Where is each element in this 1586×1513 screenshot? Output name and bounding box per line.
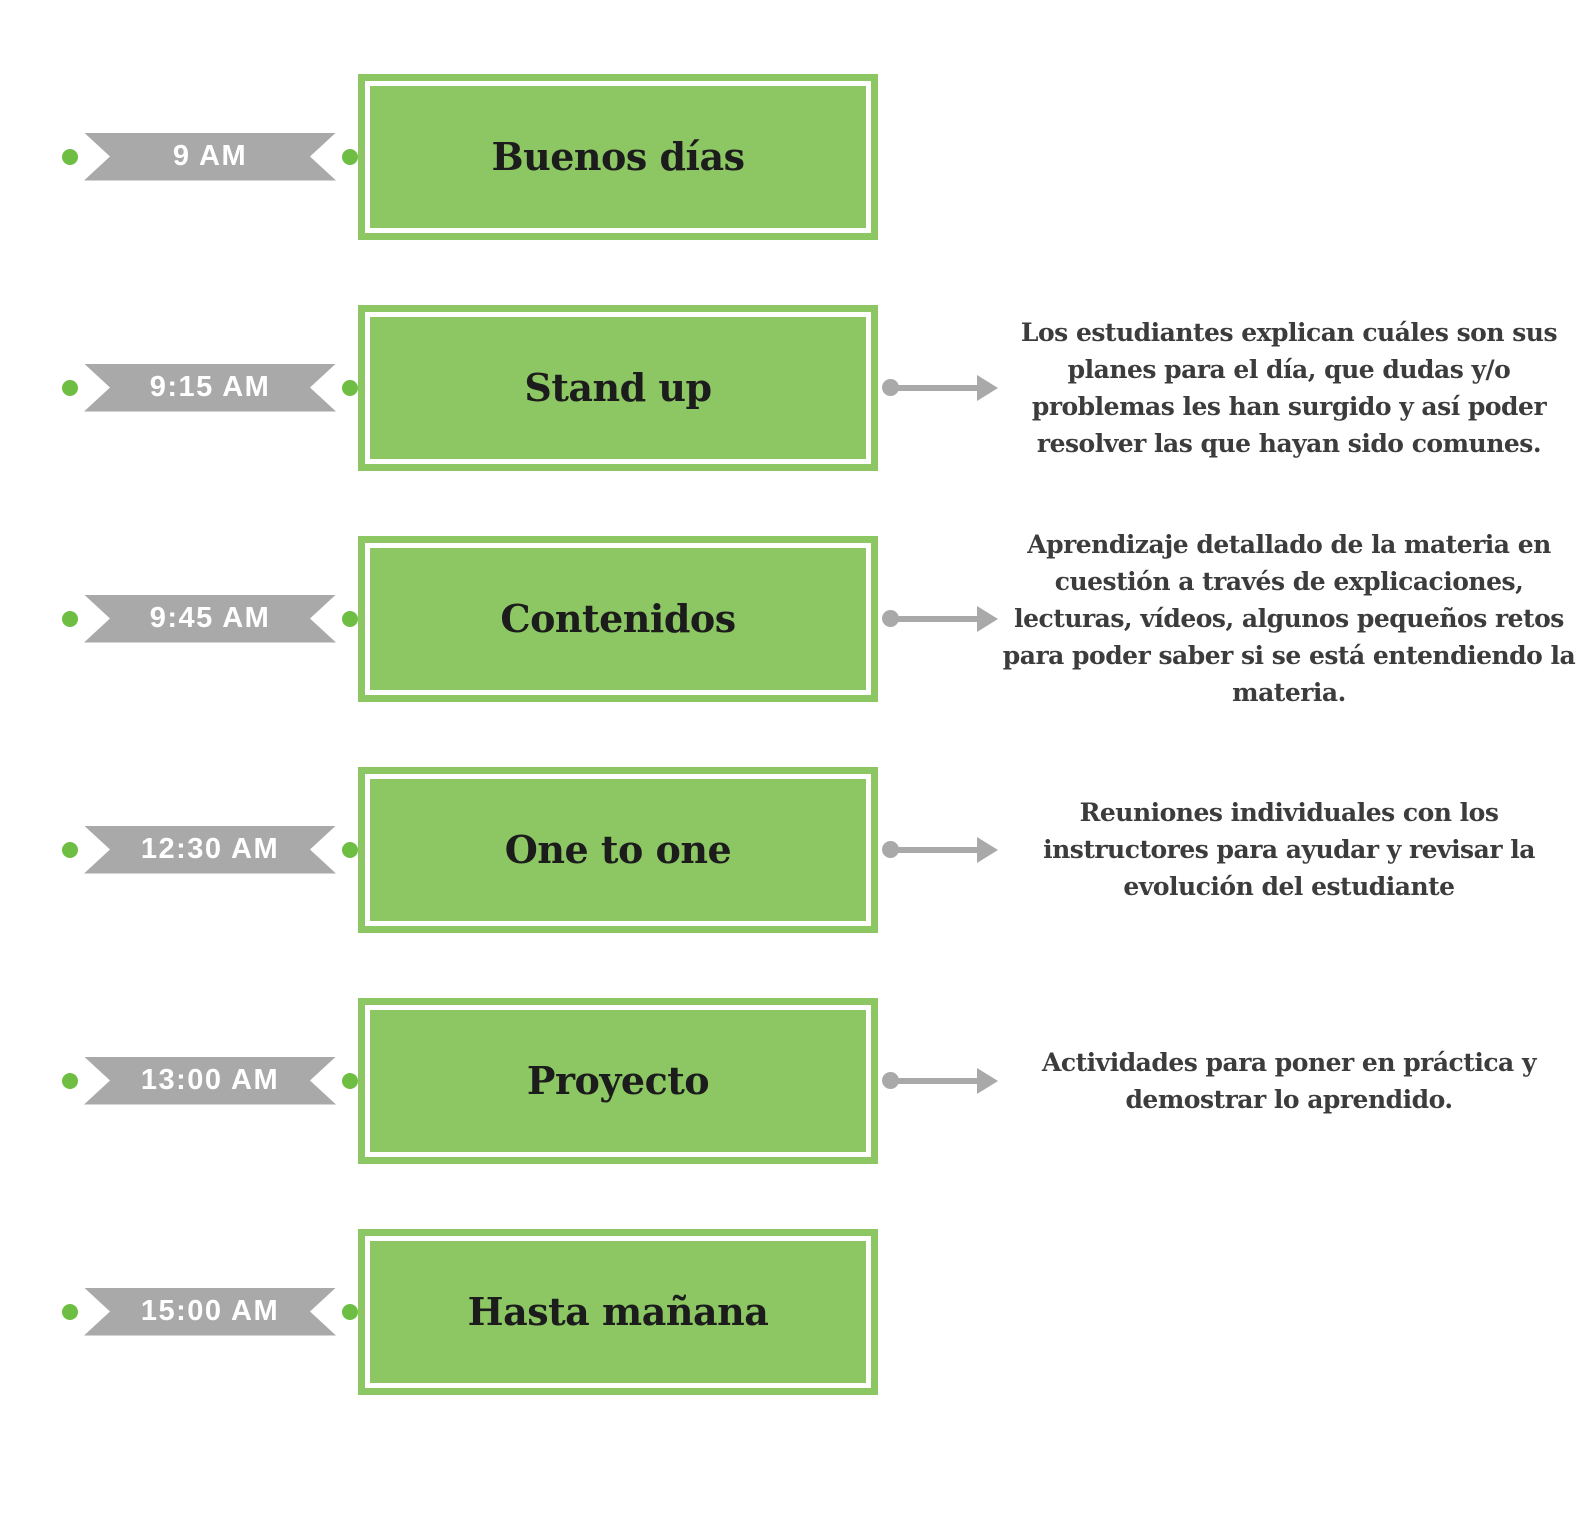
timeline-row-915am: 9:15 AM Stand up Los estudiantes explica…: [0, 272, 1586, 503]
time-marker: 12:30 AM: [62, 826, 358, 874]
timeline-dot-icon: [62, 1303, 78, 1320]
time-label: 9 AM: [172, 140, 248, 172]
time-label: 13:00 AM: [140, 1064, 280, 1096]
timeline-dot-icon: [342, 610, 358, 627]
time-marker: 13:00 AM: [62, 1057, 358, 1105]
timeline-dot-icon: [342, 379, 358, 396]
time-marker: 15:00 AM: [62, 1288, 358, 1336]
event-title: Buenos días: [491, 134, 745, 179]
event-description: Los estudiantes explican cuáles son sus …: [1020, 317, 1558, 458]
time-ribbon: 9:15 AM: [84, 364, 336, 412]
event-box: Buenos días: [358, 73, 878, 240]
time-label: 9:15 AM: [149, 371, 271, 403]
event-title: Stand up: [524, 365, 712, 410]
time-marker: 9:15 AM: [62, 364, 358, 412]
timeline-dot-icon: [62, 610, 78, 627]
timeline-row-1300am: 13:00 AM Proyecto Actividades para poner…: [0, 965, 1586, 1196]
connector-arrow-icon: [878, 836, 998, 863]
connector-arrow-icon: [878, 374, 998, 401]
event-box: Contenidos: [358, 535, 878, 702]
timeline-row-1500am: 15:00 AM Hasta mañana: [0, 1196, 1586, 1427]
event-title: Proyecto: [526, 1058, 710, 1103]
time-label: 9:45 AM: [149, 602, 271, 634]
event-box: Hasta mañana: [358, 1228, 878, 1395]
time-marker: 9 AM: [62, 133, 358, 181]
connector-arrow-icon: [878, 605, 998, 632]
time-ribbon: 9:45 AM: [84, 595, 336, 643]
event-description: Actividades para poner en práctica y dem…: [1042, 1047, 1536, 1114]
timeline-dot-icon: [62, 379, 78, 396]
event-box: Proyecto: [358, 997, 878, 1164]
timeline-row-945am: 9:45 AM Contenidos Aprendizaje detallado…: [0, 503, 1586, 734]
connector-arrow-icon: [878, 1067, 998, 1094]
timeline-row-1230am: 12:30 AM One to one Reuniones individual…: [0, 734, 1586, 965]
timeline-dot-icon: [62, 841, 78, 858]
event-title: One to one: [504, 827, 732, 872]
event-description: Reuniones individuales con los instructo…: [1043, 798, 1535, 901]
time-ribbon: 12:30 AM: [84, 826, 336, 874]
time-label: 12:30 AM: [140, 833, 280, 865]
timeline-dot-icon: [342, 1072, 358, 1089]
event-title: Hasta mañana: [467, 1289, 769, 1334]
timeline-dot-icon: [342, 841, 358, 858]
timeline-dot-icon: [342, 148, 358, 165]
timeline-dot-icon: [62, 1072, 78, 1089]
time-ribbon: 15:00 AM: [84, 1288, 336, 1336]
time-ribbon: 13:00 AM: [84, 1057, 336, 1105]
event-box: One to one: [358, 766, 878, 933]
time-marker: 9:45 AM: [62, 595, 358, 643]
event-title: Contenidos: [500, 596, 736, 641]
timeline-row-9am: 9 AM Buenos días: [0, 41, 1586, 272]
event-description: Aprendizaje detallado de la materia en c…: [1002, 530, 1576, 707]
timeline-dot-icon: [342, 1303, 358, 1320]
time-label: 15:00 AM: [140, 1295, 280, 1327]
timeline-dot-icon: [62, 148, 78, 165]
time-ribbon: 9 AM: [84, 133, 336, 181]
event-box: Stand up: [358, 304, 878, 471]
